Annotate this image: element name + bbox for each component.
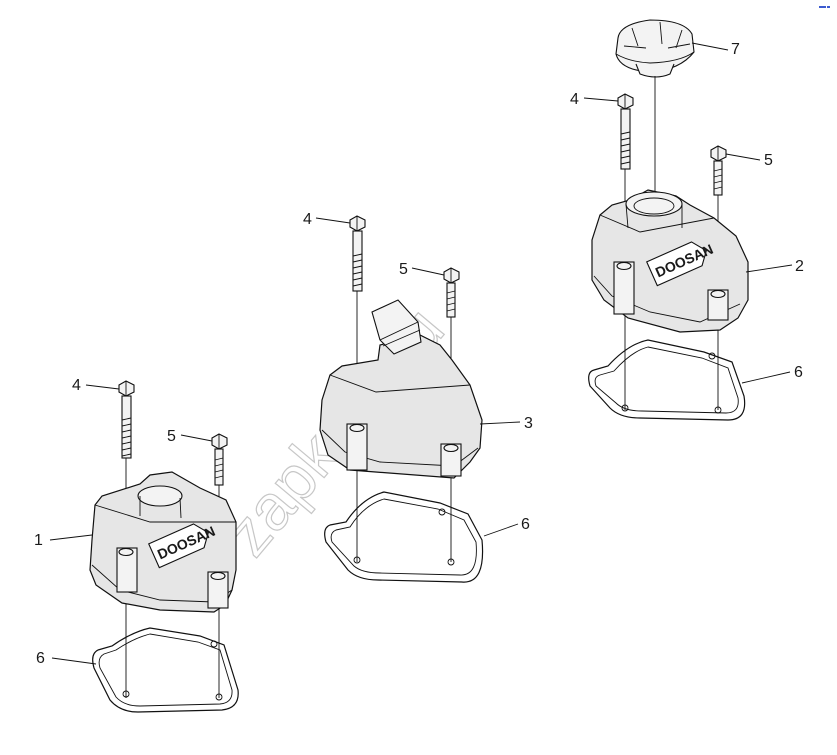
- callouts: 7 4 5 2 6 4 5 3 6 4 5 1 6: [34, 41, 804, 667]
- callout-2: 2: [795, 258, 804, 275]
- callout-3: 3: [524, 415, 533, 432]
- valve-cover-1: DOOSAN: [89, 471, 237, 613]
- callout-5-right: 5: [764, 152, 773, 169]
- valve-cover-2: DOOSAN: [591, 189, 749, 333]
- valve-cover-assembly-right: DOOSAN: [588, 19, 749, 421]
- callout-7: 7: [731, 41, 740, 58]
- gasket-left: [92, 627, 239, 713]
- valve-cover-assembly-left: DOOSAN: [89, 380, 239, 713]
- callout-4-middle: 4: [303, 211, 312, 228]
- callout-5-middle: 5: [399, 261, 408, 278]
- callout-6-middle: 6: [521, 516, 530, 533]
- callout-4-left: 4: [72, 377, 81, 394]
- valve-cover-assembly-middle: [319, 215, 484, 583]
- corner-mark: [819, 6, 830, 8]
- callout-4-right: 4: [570, 91, 579, 108]
- gasket-right: [588, 339, 746, 421]
- callout-1: 1: [34, 532, 43, 549]
- valve-cover-3: [319, 299, 483, 479]
- gasket-middle: [324, 491, 484, 583]
- oil-filler-cap: [615, 19, 695, 200]
- callout-5-left: 5: [167, 428, 176, 445]
- callout-6-right: 6: [794, 364, 803, 381]
- callout-6-left: 6: [36, 650, 45, 667]
